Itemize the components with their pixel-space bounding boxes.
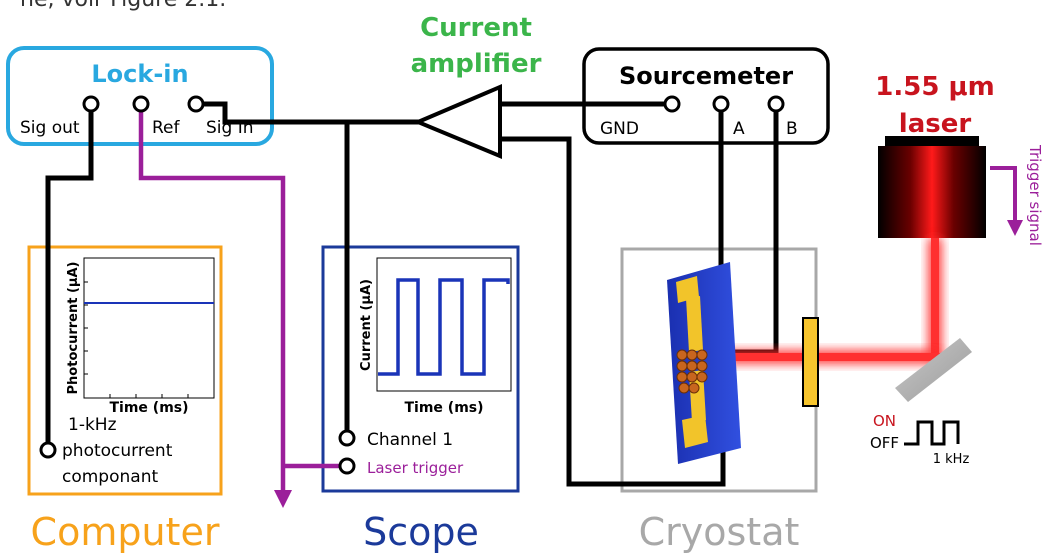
- scope-plot-trace: [378, 278, 510, 376]
- port-sig-out: [82, 95, 100, 113]
- laser-trigger-line: [990, 166, 1017, 222]
- lockin-title: Lock-in: [91, 60, 188, 88]
- scope-laser-trigger-label: Laser trigger: [367, 459, 464, 477]
- lockin-port-sig-out: Sig out: [20, 118, 80, 138]
- sourcemeter-port-b: B: [786, 119, 798, 139]
- modulation-on: ON: [873, 412, 896, 430]
- port-circles: [39, 95, 785, 475]
- scope-channel1-label: Channel 1: [367, 430, 453, 450]
- amplifier-triangle: [412, 83, 502, 159]
- laser-body: [878, 146, 986, 238]
- laser-label-line1: 1.55 μm: [875, 72, 994, 102]
- trigger-arrow-down: [274, 490, 292, 508]
- computer-input-line3: componant: [62, 467, 158, 487]
- modulation-off: OFF: [870, 434, 899, 452]
- mirror: [895, 338, 972, 402]
- amplifier-label-line2: amplifier: [411, 49, 542, 79]
- amplifier-label-line1: Current: [420, 13, 532, 43]
- sourcemeter-port-gnd: GND: [600, 119, 639, 139]
- port-ref: [132, 95, 150, 113]
- header-fragment: ne, voir Figure 2.1.: [20, 0, 226, 12]
- laser-beam-vertical: [931, 238, 939, 356]
- chip-lead-top: [686, 296, 703, 352]
- cryostat-window: [802, 317, 819, 407]
- computer-input-line2: photocurrent: [62, 441, 173, 461]
- trigger-wires: [138, 104, 345, 492]
- laser-beam-horizontal: [700, 353, 940, 361]
- laser-top-cap: [885, 136, 979, 146]
- port-laser-trigger: [338, 457, 356, 475]
- laser-trigger-arrow: [1007, 220, 1023, 236]
- sourcemeter-box: [582, 47, 830, 145]
- computer-input-line1: 1-kHz: [68, 415, 117, 435]
- sourcemeter-title: Sourcemeter: [619, 62, 793, 90]
- computer-plot-frame: [83, 257, 215, 399]
- computer-plot-xlabel: Time (ms): [109, 400, 188, 416]
- laser-label-line2: laser: [899, 109, 972, 139]
- port-sig-in: [187, 95, 205, 113]
- chip-pad-top: [676, 276, 699, 303]
- sourcemeter-port-a: A: [733, 119, 745, 139]
- computer-name: Computer: [31, 510, 220, 554]
- cryostat-name: Cryostat: [639, 510, 800, 554]
- port-b: [767, 95, 785, 113]
- scope-plot-xlabel: Time (ms): [404, 400, 483, 416]
- chip-pad-bottom: [682, 415, 708, 448]
- lockin-port-ref: Ref: [152, 118, 181, 138]
- scope-plot-ylabel: Current (μA): [359, 279, 374, 371]
- computer-plot-ticks: [84, 281, 189, 398]
- chip-nanowires: [676, 349, 708, 394]
- modulation-frequency: 1 kHz: [933, 452, 970, 467]
- port-channel1: [338, 429, 356, 447]
- computer-plot-ylabel: Photocurrent (μA): [66, 262, 81, 395]
- scope-box: [321, 245, 520, 493]
- laser-trigger-label: Trigger signal: [1026, 144, 1042, 246]
- computer-box: [27, 245, 223, 496]
- port-gnd: [663, 95, 681, 113]
- modulation-square-wave: [904, 420, 960, 446]
- scope-name: Scope: [363, 510, 479, 554]
- port-computer-in: [39, 441, 57, 459]
- port-a: [712, 95, 730, 113]
